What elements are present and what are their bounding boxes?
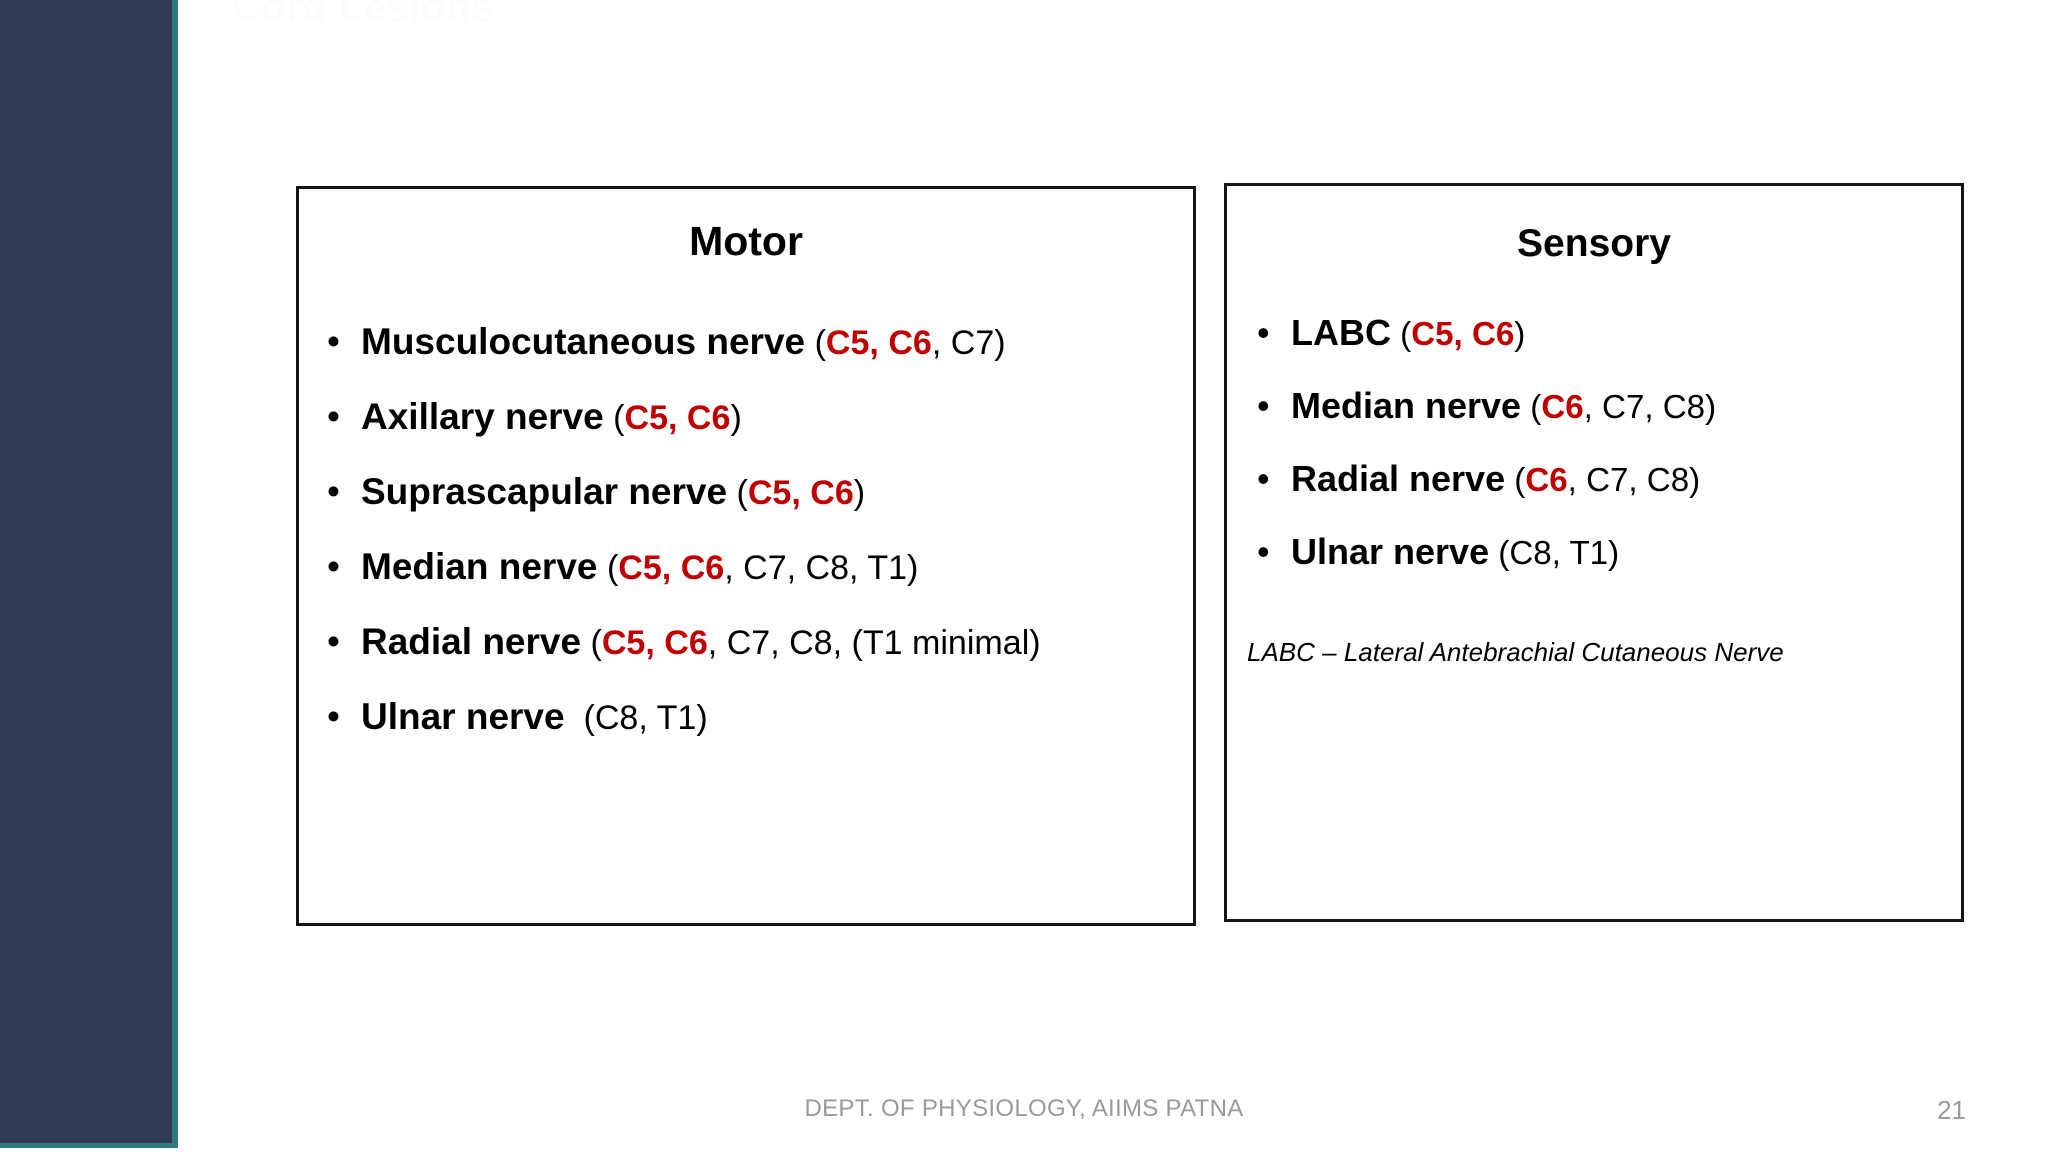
roots-open-paren: ( [564, 699, 595, 737]
bullet-icon: • [1257, 458, 1270, 499]
sensory-panel-title: Sensory [1517, 222, 1671, 265]
roots-open-paren: ( [1521, 389, 1542, 426]
highlighted-root-levels: C5, C6 [1411, 316, 1515, 353]
sidebar-decorative-band [0, 0, 178, 1148]
bullet-icon: • [327, 321, 340, 362]
remaining-root-levels: C8, T1) [594, 699, 708, 737]
roots-open-paren: ( [805, 324, 826, 362]
highlighted-root-levels: C5, C6 [624, 399, 731, 437]
roots-open-paren: ( [603, 399, 625, 437]
nerve-roots: (C6, C7, C8) [1521, 389, 1716, 426]
nerve-roots: (C8, T1) [1489, 535, 1619, 572]
highlighted-root-levels: C6 [1541, 389, 1584, 426]
sensory-nerve-item: • Ulnar nerve (C8, T1) [1249, 531, 1961, 573]
bullet-icon: • [1257, 531, 1270, 572]
clipped-title-remnant: Cord Lesions [232, 0, 494, 30]
nerve-name: Axillary nerve [361, 396, 604, 437]
nerve-roots: (C5, C6) [727, 474, 866, 512]
roots-open-paren: ( [597, 549, 619, 587]
footer-department-text: DEPT. OF PHYSIOLOGY, AIIMS PATNA [804, 1095, 1244, 1122]
remaining-root-levels: ) [1514, 316, 1526, 353]
motor-nerve-item: • Median nerve (C5, C6, C7, C8, T1) [319, 546, 1193, 588]
sensory-nerve-list: •LABC (C5, C6)•Median nerve (C6, C7, C8)… [1227, 312, 1961, 573]
highlighted-root-levels: C5, C6 [747, 474, 854, 512]
nerve-name: Median nerve [361, 546, 598, 587]
highlighted-root-levels: C5, C6 [618, 549, 725, 587]
bullet-icon: • [327, 621, 340, 662]
highlighted-root-levels: C5, C6 [825, 324, 932, 362]
nerve-roots: (C8, T1) [565, 699, 708, 737]
motor-nerve-list: •Musculocutaneous nerve (C5, C6, C7)•Axi… [299, 321, 1193, 738]
sensory-panel: Sensory •LABC (C5, C6)•Median nerve (C6,… [1224, 183, 1964, 922]
nerve-roots: (C5, C6, C7, C8, T1) [597, 549, 918, 587]
roots-open-paren: ( [1489, 535, 1510, 572]
nerve-roots: (C5, C6) [1391, 316, 1525, 353]
labc-abbreviation-note: LABC – Lateral Antebrachial Cutaneous Ne… [1247, 637, 1784, 667]
nerve-roots: (C5, C6, C7, C8, (T1 minimal) [581, 624, 1041, 662]
bullet-icon: • [327, 546, 340, 587]
nerve-name: Suprascapular nerve [361, 471, 728, 512]
remaining-root-levels: , C7, C8) [1583, 389, 1717, 426]
nerve-name: Ulnar nerve [1291, 531, 1490, 572]
remaining-root-levels: C8, T1) [1509, 535, 1620, 572]
highlighted-root-levels: C6 [1525, 462, 1568, 499]
motor-nerve-item: • Ulnar nerve (C8, T1) [319, 696, 1193, 738]
remaining-root-levels: , C7, C8, T1) [724, 549, 919, 587]
roots-open-paren: ( [581, 624, 602, 662]
remaining-root-levels: , C7, C8) [1567, 462, 1701, 499]
remaining-root-levels: ) [730, 399, 742, 437]
highlighted-root-levels: C5, C6 [601, 624, 708, 662]
roots-open-paren: ( [1505, 462, 1526, 499]
bullet-icon: • [1257, 385, 1270, 426]
motor-nerve-item: • Radial nerve (C5, C6, C7, C8, (T1 minim… [319, 621, 1193, 663]
nerve-name: Radial nerve [361, 621, 582, 662]
nerve-name: Musculocutaneous nerve [361, 321, 806, 362]
motor-nerve-item: • Musculocutaneous nerve (C5, C6, C7) [319, 321, 1193, 363]
nerve-name: Median nerve [1291, 385, 1522, 426]
motor-panel-title: Motor [689, 218, 803, 264]
roots-open-paren: ( [727, 474, 748, 512]
motor-nerve-item: • Suprascapular nerve (C5, C6) [319, 471, 1193, 513]
nerve-roots: (C5, C6) [604, 399, 742, 437]
nerve-name: Radial nerve [1291, 458, 1506, 499]
nerve-roots: (C5, C6, C7) [805, 324, 1006, 362]
nerve-name: LABC [1291, 312, 1391, 353]
roots-open-paren: ( [1390, 316, 1412, 353]
slide-page-number: 21 [1937, 1095, 1966, 1125]
bullet-icon: • [327, 696, 340, 737]
motor-panel: Motor •Musculocutaneous nerve (C5, C6, C… [296, 186, 1196, 926]
bullet-icon: • [327, 396, 340, 437]
bullet-icon: • [327, 471, 340, 512]
remaining-root-levels: , C7) [931, 324, 1006, 362]
sensory-nerve-item: • LABC (C5, C6) [1249, 312, 1961, 354]
remaining-root-levels: , C7, C8, (T1 minimal) [707, 624, 1041, 662]
sensory-nerve-item: • Radial nerve (C6, C7, C8) [1249, 458, 1961, 500]
bullet-icon: • [1257, 312, 1270, 353]
nerve-roots: (C6, C7, C8) [1505, 462, 1700, 499]
nerve-name: Ulnar nerve [361, 696, 565, 737]
sensory-nerve-item: • Median nerve (C6, C7, C8) [1249, 385, 1961, 427]
remaining-root-levels: ) [853, 474, 866, 512]
motor-nerve-item: • Axillary nerve (C5, C6) [319, 396, 1193, 438]
